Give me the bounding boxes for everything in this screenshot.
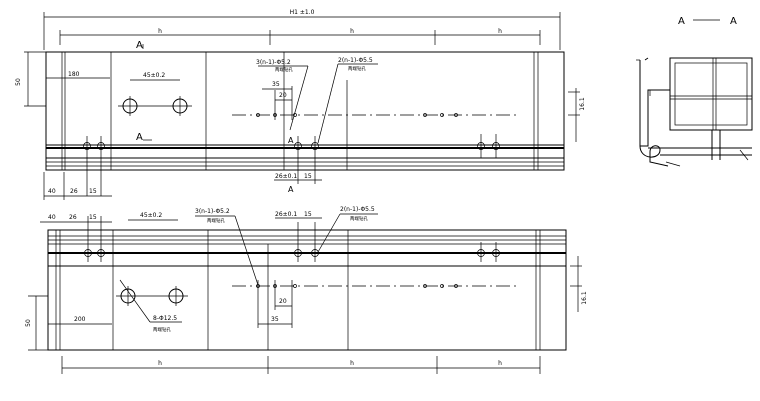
bottom-segment-h-1: h: [158, 360, 162, 367]
bottom-holes-large-note: 两端钻孔: [350, 215, 368, 222]
bottom-dim-15-label: 15: [89, 214, 97, 221]
section-title-left: A: [678, 16, 685, 27]
dim-180-label: 180: [68, 71, 80, 78]
section-title-right: A: [730, 16, 737, 27]
section-box-outer: [669, 57, 753, 131]
bottom-segment-h-2: h: [350, 360, 354, 367]
holes-small-label: 3(n-1)-Φ5.2: [256, 59, 291, 66]
section-flange-bottom: [648, 130, 752, 160]
bottom-hole-pitch-label: 45±0.2: [140, 212, 162, 219]
section-a-cut-bottom: A: [288, 185, 294, 194]
bottom-holes-small-label: 3(n-1)-Φ5.2: [195, 208, 230, 215]
bottom-dim-20-label: 20: [279, 298, 287, 305]
dim-20-label: 20: [279, 92, 287, 99]
dim-26-label: 26: [70, 188, 78, 195]
holes-small-note: 两端钻孔: [275, 66, 293, 73]
section-a-cut-top: A: [288, 136, 294, 145]
bottom-dim-26-tol-label: 26±0.1: [275, 211, 297, 218]
big-holes-note: 两端钻孔: [153, 326, 171, 333]
dim-16-1-label: 16.1: [579, 97, 586, 111]
dim-15-label: 15: [304, 173, 312, 180]
dim-15b-label: 15: [89, 188, 97, 195]
holes-large-label: 2(n-1)-Φ5.5: [338, 57, 373, 64]
top-view: H1 ±1.0 h h h A 50 18: [15, 9, 586, 200]
bottom-dim-40-label: 40: [48, 214, 56, 221]
section-a-a: A A: [636, 16, 753, 167]
bottom-holes-large-label: 2(n-1)-Φ5.5: [340, 206, 375, 213]
section-a-mid-label: A: [136, 132, 143, 143]
dim-26-tol-label: 26±0.1: [275, 173, 297, 180]
bottom-dim-200-label: 200: [74, 316, 86, 323]
bottom-view: 40 26 15 45±0.2 3(n-1)-Φ5.2 两端钻孔 26±0.1 …: [25, 206, 588, 374]
bottom-dim-26-label: 26: [69, 214, 77, 221]
bottom-dim-16-1-label: 16.1: [581, 291, 588, 305]
bottom-dim-35-label: 35: [271, 316, 279, 323]
bottom-dim-15-tol-label: 15: [304, 211, 312, 218]
big-holes-label: 8-Φ12.5: [153, 315, 177, 322]
hole-pitch-label: 45±0.2: [143, 72, 165, 79]
bottom-segment-h-3: h: [498, 360, 502, 367]
segment-h-3: h: [498, 28, 502, 35]
profile-outline: [45, 51, 565, 171]
bottom-profile-outline: [47, 229, 567, 351]
overall-dimension-label: H1 ±1.0: [290, 9, 315, 16]
section-flange-left: [639, 57, 670, 147]
height-50-label: 50: [15, 78, 22, 86]
bottom-dim-50-label: 50: [25, 319, 32, 327]
section-hook: [639, 145, 669, 167]
segment-h-1: h: [158, 28, 162, 35]
section-a-top-label: A: [136, 40, 143, 51]
segment-h-2: h: [350, 28, 354, 35]
dim-40-label: 40: [48, 188, 56, 195]
holes-large-note: 两端钻孔: [348, 65, 366, 72]
bottom-holes-small-note: 两端钻孔: [207, 217, 225, 224]
dim-35-label: 35: [272, 81, 280, 88]
